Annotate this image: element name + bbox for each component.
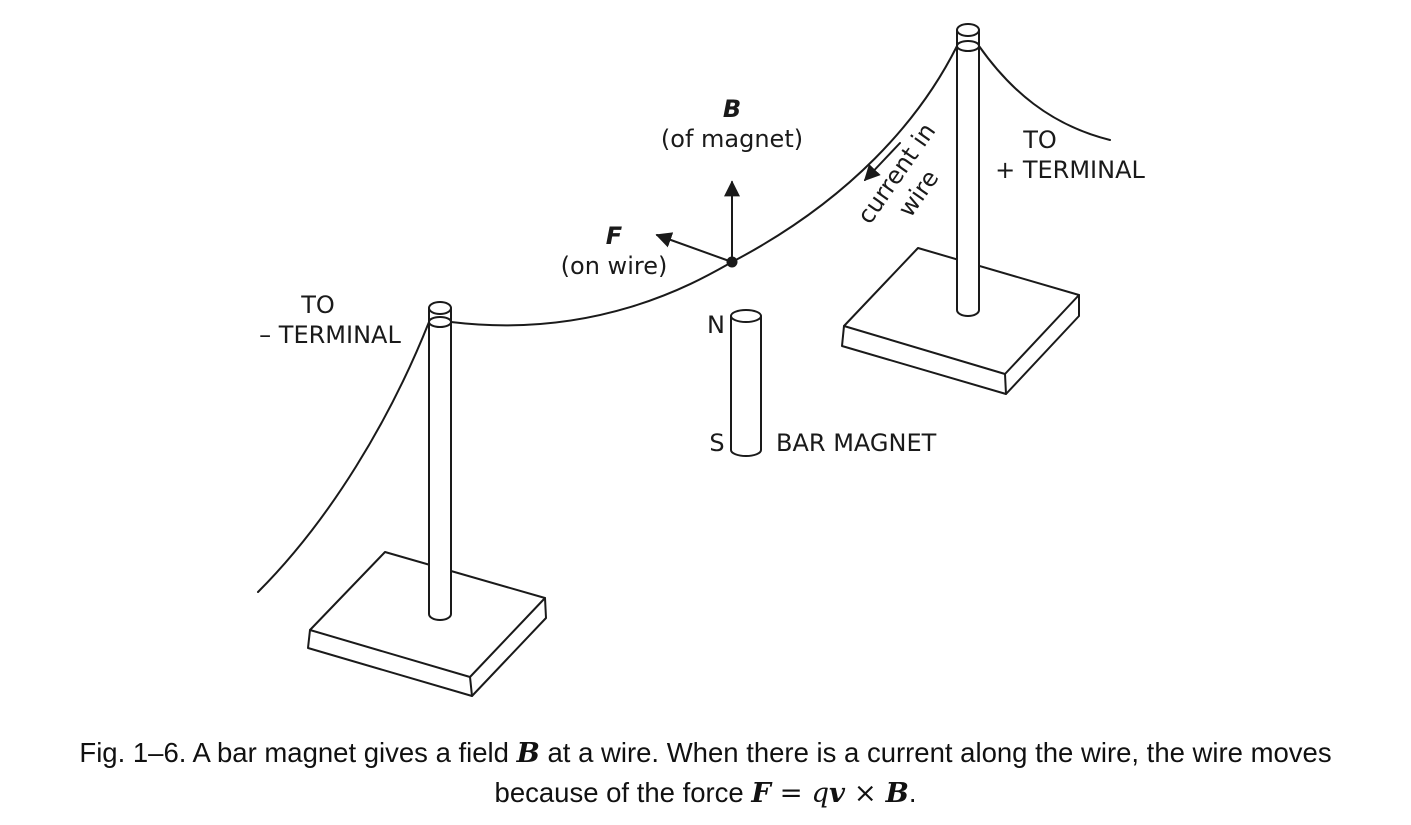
to-plus-label-line2: + TERMINAL [995, 156, 1145, 184]
caption-v-symbol: v [829, 777, 846, 809]
figure-caption: Fig. 1–6. A bar magnet gives a field B a… [0, 733, 1411, 813]
caption-text-2: at a wire. When there is a current along… [539, 737, 1332, 768]
current-arrow [863, 142, 901, 182]
caption-period: . [908, 777, 917, 808]
f-label: F [606, 222, 623, 250]
caption-equals: = [770, 777, 812, 809]
north-pole-label: N [707, 311, 725, 339]
caption-b-symbol: B [516, 737, 540, 769]
left-rod [428, 301, 452, 621]
to-plus-label-line1: TO [1022, 126, 1057, 154]
bar-magnet-label: BAR MAGNET [776, 429, 937, 457]
bar-magnet [730, 309, 762, 457]
caption-text-1: Fig. 1–6. A bar magnet gives a field [79, 737, 517, 768]
right-rod [956, 23, 980, 317]
f-description: (on wire) [561, 252, 668, 280]
caption-q-symbol: q [811, 777, 830, 809]
to-minus-label-line1: TO [300, 291, 335, 319]
caption-line-2: because of the force F = qv × B. [0, 773, 1411, 813]
south-pole-label: S [709, 429, 724, 457]
caption-f-symbol: F [751, 777, 771, 809]
caption-line-1: Fig. 1–6. A bar magnet gives a field B a… [0, 733, 1411, 773]
wire-contact-point [726, 256, 738, 268]
b-label: B [723, 95, 741, 123]
left-stand-base [307, 551, 547, 697]
b-description: (of magnet) [661, 125, 803, 153]
to-minus-label-line2: – TERMINAL [259, 321, 401, 349]
caption-b-symbol-2: B [885, 777, 909, 809]
force-arrow [655, 232, 733, 263]
caption-text-3: because of the force [494, 777, 752, 808]
caption-times: × [845, 777, 886, 809]
